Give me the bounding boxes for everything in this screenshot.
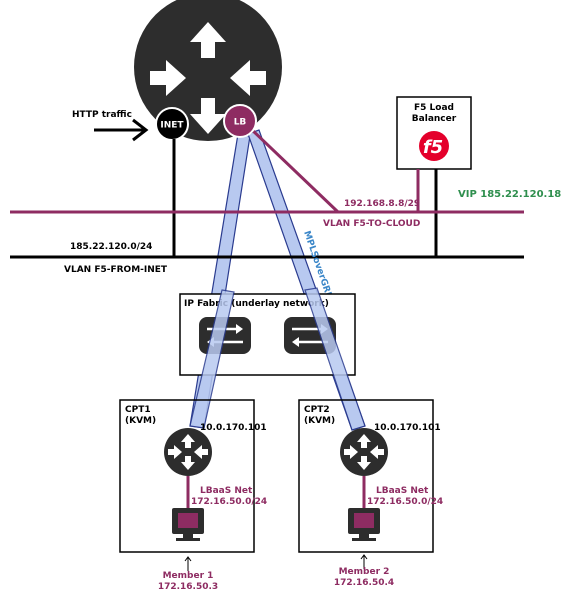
arrow-up-icon [184,556,192,562]
member1-ip: 172.16.50.3 [158,582,218,592]
arrow-right-icon [132,118,149,142]
tunnel-cpt1-overlay [189,289,235,429]
http-traffic-label: HTTP traffic [72,110,132,120]
vlan-inet-name: VLAN F5-FROM-INET [64,265,168,275]
vlan-inet-subnet: 185.22.120.0/24 [70,242,152,252]
f5-title-line1: F5 Load [414,103,454,113]
cpt1-ip: 10.0.170.101 [200,423,267,433]
monitor-icon [172,508,204,541]
cpt2-net-subnet: 172.16.50.0/24 [367,497,443,507]
router-icon [340,428,388,476]
lb-port: LB [223,104,257,138]
cpt1-host: CPT1 (KVM) 10.0.170.101 LBaaS Net 172.16… [119,399,267,553]
member1-label: Member 1 [163,571,214,581]
monitor-icon [348,508,380,541]
member1: Member 1 172.16.50.3 [158,556,218,592]
cpt2-host: CPT2 (KVM) 10.0.170.101 LBaaS Net 172.16… [298,399,443,553]
cpt2-name-line1: CPT2 [304,405,330,415]
cpt2-net-name: LBaaS Net [376,486,429,496]
router-icon [164,428,212,476]
vip-label: VIP 185.22.120.18 [458,189,561,200]
member2-label: Member 2 [339,567,390,577]
inet-port: INET [155,107,189,141]
f5-logo-icon: f5 [419,131,449,161]
vlan-cloud-subnet: 192.168.8.8/29 [344,199,420,209]
f5-load-balancer: F5 Load Balancer f5 [396,96,472,170]
tunnel-cpt1 [189,133,251,429]
member2: Member 2 172.16.50.4 [334,554,394,588]
svg-text:f5: f5 [423,137,443,158]
f5-title-line2: Balancer [412,114,457,124]
cpt1-name-line2: (KVM) [125,416,156,426]
member2-ip: 172.16.50.4 [334,578,394,588]
vlan-cloud-name: VLAN F5-TO-CLOUD [323,219,420,229]
fabric-title: IP Fabric (underlay network) [184,299,329,309]
http-traffic: HTTP traffic [72,110,149,142]
cpt2-ip: 10.0.170.101 [374,423,441,433]
inet-label: INET [160,121,184,131]
lb-link [248,126,340,214]
arrow-up-icon [360,554,368,560]
cpt1-name-line1: CPT1 [125,405,151,415]
cpt1-net-subnet: 172.16.50.0/24 [191,497,267,507]
lb-label: LB [234,118,247,128]
tunnel-cpt2-overlay [304,287,366,431]
cpt1-net-name: LBaaS Net [200,486,253,496]
cpt2-name-line2: (KVM) [304,416,335,426]
